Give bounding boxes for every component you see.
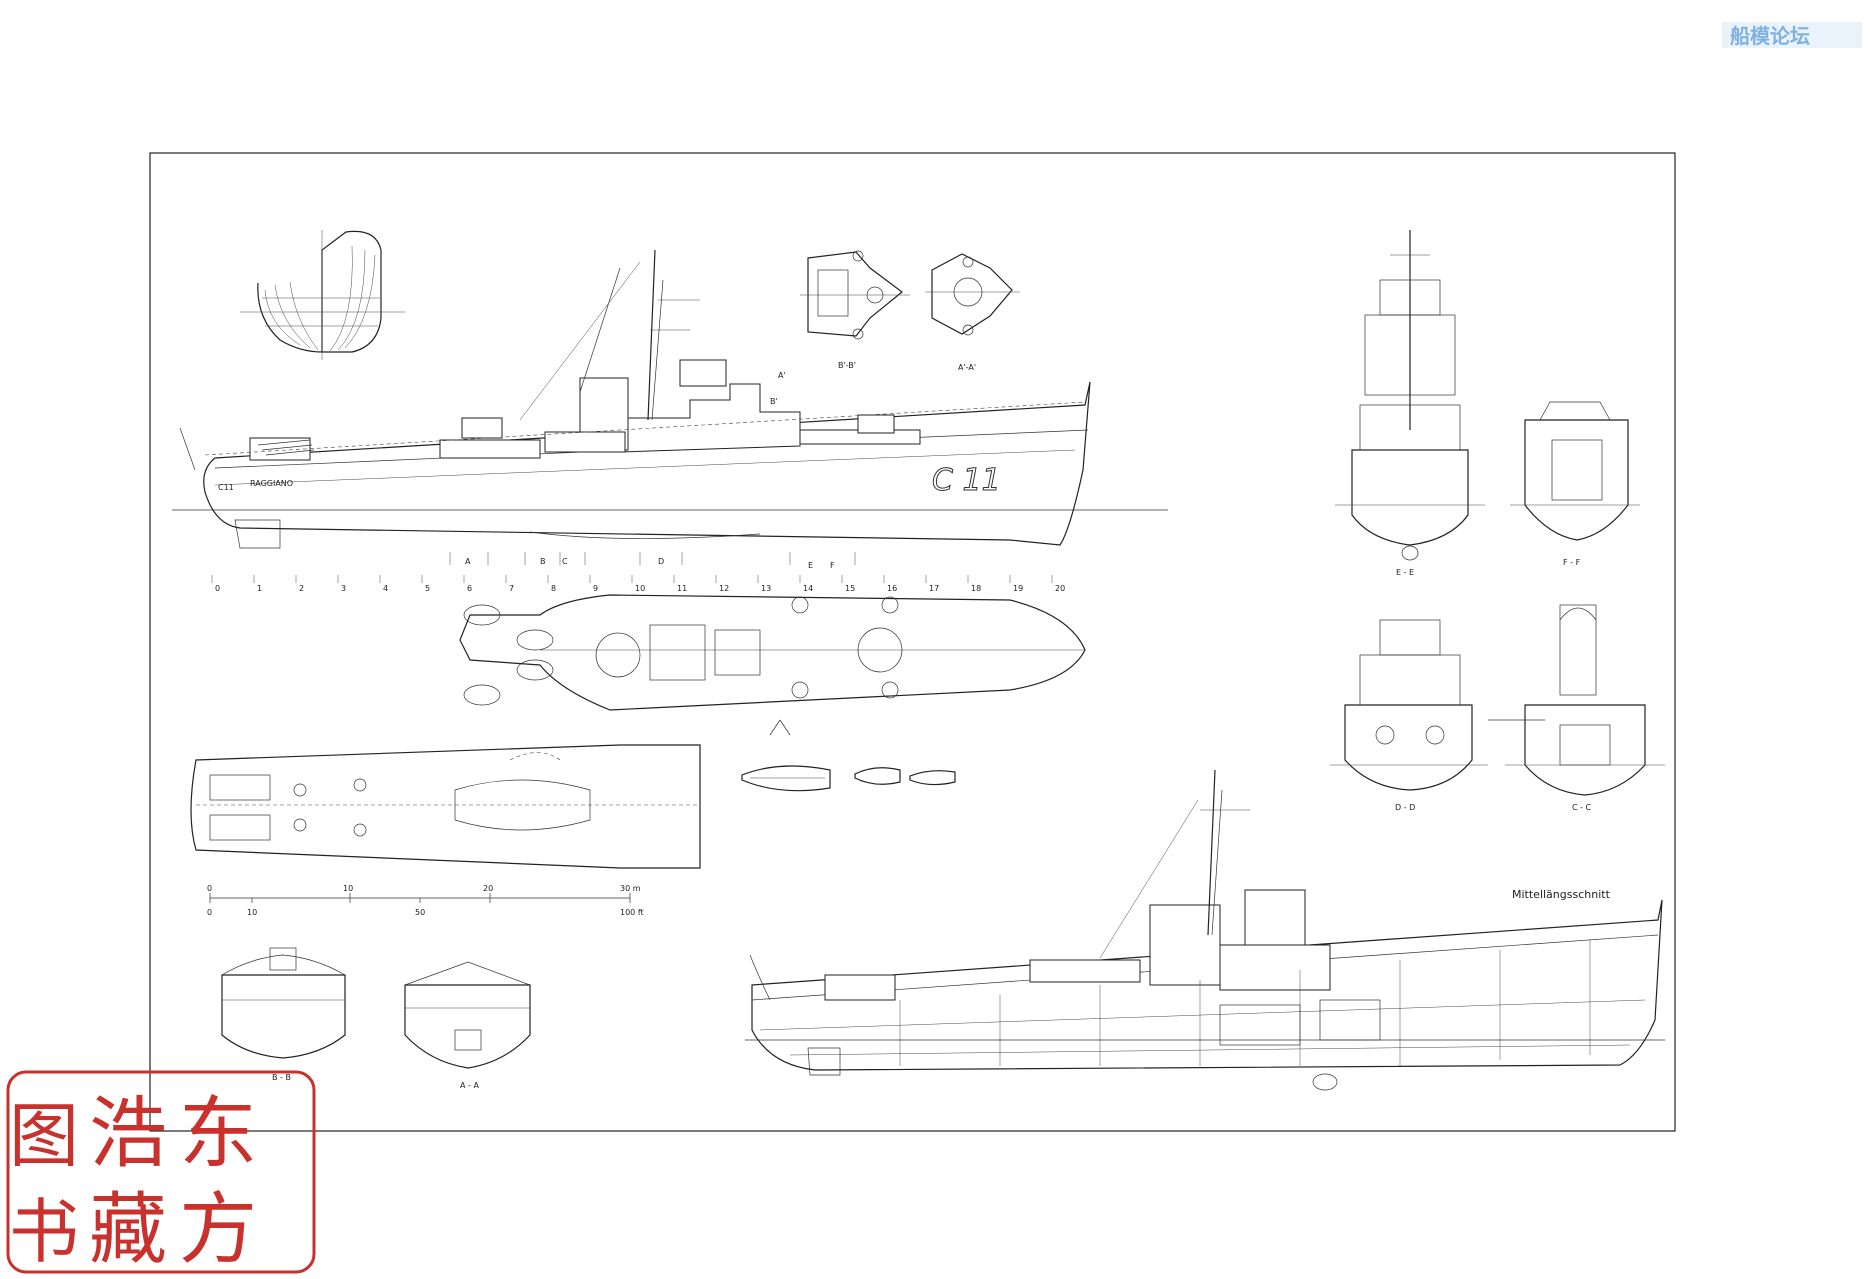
collector-seal: 东 方 浩 藏 图 书 xyxy=(6,1070,316,1275)
frame-number: 0 xyxy=(215,584,220,593)
scale-bar xyxy=(209,893,631,903)
longitudinal-cutaway xyxy=(745,769,1665,1091)
frame-number: 18 xyxy=(971,584,981,593)
section-mark-f: F xyxy=(830,561,835,570)
scale-metric-30: 30 m xyxy=(620,884,641,893)
watermark-text: 船模论坛 xyxy=(1730,24,1810,48)
frame-number: 15 xyxy=(845,584,855,593)
upper-deck-plan xyxy=(459,594,1086,736)
frame-number: 6 xyxy=(467,584,472,593)
section-d-d xyxy=(1330,619,1488,791)
turret-plan-a xyxy=(925,253,1020,336)
frame-number: 8 xyxy=(551,584,556,593)
body-plan-lines xyxy=(240,230,405,360)
section-d-d-title: D - D xyxy=(1395,803,1415,812)
frame-number: 10 xyxy=(635,584,645,593)
section-mark-e: E xyxy=(808,561,813,570)
scale-metric-20: 20 xyxy=(483,884,493,893)
section-b-b xyxy=(221,947,346,1059)
section-marks xyxy=(449,552,856,565)
section-e-e-title: E - E xyxy=(1396,568,1414,577)
seal-char-4: 藏 xyxy=(89,1185,167,1275)
section-c-c-title: C - C xyxy=(1572,803,1592,812)
frame-number: 17 xyxy=(929,584,939,593)
frame-number: 7 xyxy=(509,584,514,593)
scale-imperial-10: 10 xyxy=(247,908,257,917)
section-a-a xyxy=(404,961,531,1069)
section-a-a-title: A - A xyxy=(460,1081,479,1090)
seal-char-2: 方 xyxy=(179,1185,257,1275)
pennant-number: C 11 xyxy=(932,463,1001,498)
frame-number: 2 xyxy=(299,584,304,593)
section-a-prime-title: A'-A' xyxy=(958,363,976,372)
section-mark-a: A xyxy=(465,557,471,566)
cutaway-title: Mittellängsschnitt xyxy=(1512,888,1611,901)
seal-char-6: 书 xyxy=(9,1191,79,1273)
frame-number: 20 xyxy=(1055,584,1065,593)
section-mark-c: C xyxy=(562,557,568,566)
frame-number: 5 xyxy=(425,584,430,593)
section-mark-d: D xyxy=(658,557,664,566)
section-e-e xyxy=(1335,230,1485,561)
frame-number: 16 xyxy=(887,584,897,593)
seal-char-5: 图 xyxy=(9,1095,79,1177)
frame-number: 13 xyxy=(761,584,771,593)
scale-imperial-0: 0 xyxy=(207,908,212,917)
forum-watermark: 船模论坛 xyxy=(1722,22,1862,48)
frame-number: 3 xyxy=(341,584,346,593)
scale-imperial-100: 100 ft xyxy=(620,908,644,917)
section-b-b-title: B - B xyxy=(272,1073,291,1082)
drawing-frame xyxy=(149,152,1676,1132)
scale-imperial-50: 50 xyxy=(415,908,425,917)
frame-number: 9 xyxy=(593,584,598,593)
scale-metric-10: 10 xyxy=(343,884,353,893)
frame-number: 19 xyxy=(1013,584,1023,593)
section-a-prime-label: A' xyxy=(778,371,786,380)
section-f-f-title: F - F xyxy=(1563,558,1581,567)
turret-plan-b xyxy=(800,250,910,340)
frame-number: 1 xyxy=(257,584,262,593)
frame-number: 11 xyxy=(677,584,687,593)
section-b-prime-label: B' xyxy=(770,397,778,406)
section-c-c xyxy=(1488,604,1665,796)
ships-boats xyxy=(741,765,956,792)
section-mark-b: B xyxy=(540,557,546,566)
scale-metric-0: 0 xyxy=(207,884,212,893)
frame-number: 12 xyxy=(719,584,729,593)
frame-number: 4 xyxy=(383,584,388,593)
seal-char-1: 东 xyxy=(179,1089,257,1179)
lower-deck-plan xyxy=(190,744,701,869)
ship-name-plate: RAGGIANO xyxy=(250,479,293,488)
side-profile xyxy=(172,249,1168,549)
frame-number: 14 xyxy=(803,584,813,593)
section-f-f xyxy=(1510,401,1640,541)
stern-mark: C11 xyxy=(218,483,234,492)
seal-char-3: 浩 xyxy=(89,1089,167,1179)
section-b-prime-title: B'-B' xyxy=(838,361,856,370)
